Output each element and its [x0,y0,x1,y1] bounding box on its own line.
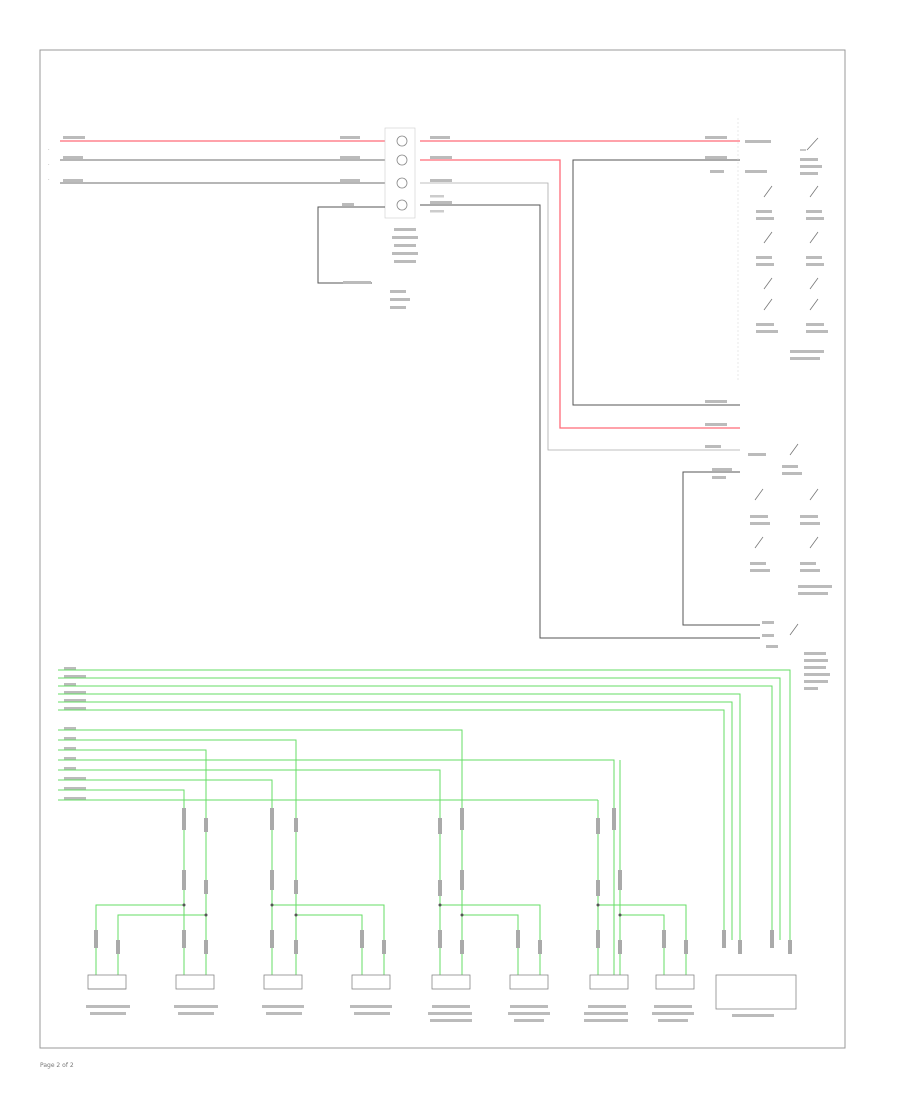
diagram-frame [39,49,846,1049]
junction-dots [182,903,622,917]
speaker-icon [263,974,303,990]
svg-text:-: - [48,162,50,166]
connector-circle-icon [396,199,408,211]
svg-text:-: - [48,177,50,181]
speaker-icon [509,974,549,990]
speaker-icon [175,974,215,990]
bundle-labels [64,667,86,800]
speaker-icon [431,974,471,990]
speaker-icon [351,974,391,990]
svg-text:-: - [48,147,50,151]
speaker-icon [655,974,695,990]
connector-circle-icon [396,135,408,147]
speakers [87,974,797,1010]
connector-circle-icon [396,154,408,166]
upper-switch-module [710,118,828,380]
speaker-wire-bundle [58,669,791,940]
speaker-icon [87,974,127,990]
lower-switch-module [682,443,832,690]
connector-circle-icon [396,177,408,189]
speaker-icon [589,974,629,990]
connector-block [384,127,418,263]
drop-labels [94,808,792,954]
speaker-labels [86,1005,774,1022]
page-footer: Page 2 of 2 [40,1062,74,1069]
upper-wire-bundle: - - - [48,136,385,206]
amplifier-icon [715,974,797,1010]
switch-icon [763,137,819,311]
switch-icon [754,443,819,636]
ground-wire-loop [317,206,385,284]
connector-out-wires [420,136,760,639]
